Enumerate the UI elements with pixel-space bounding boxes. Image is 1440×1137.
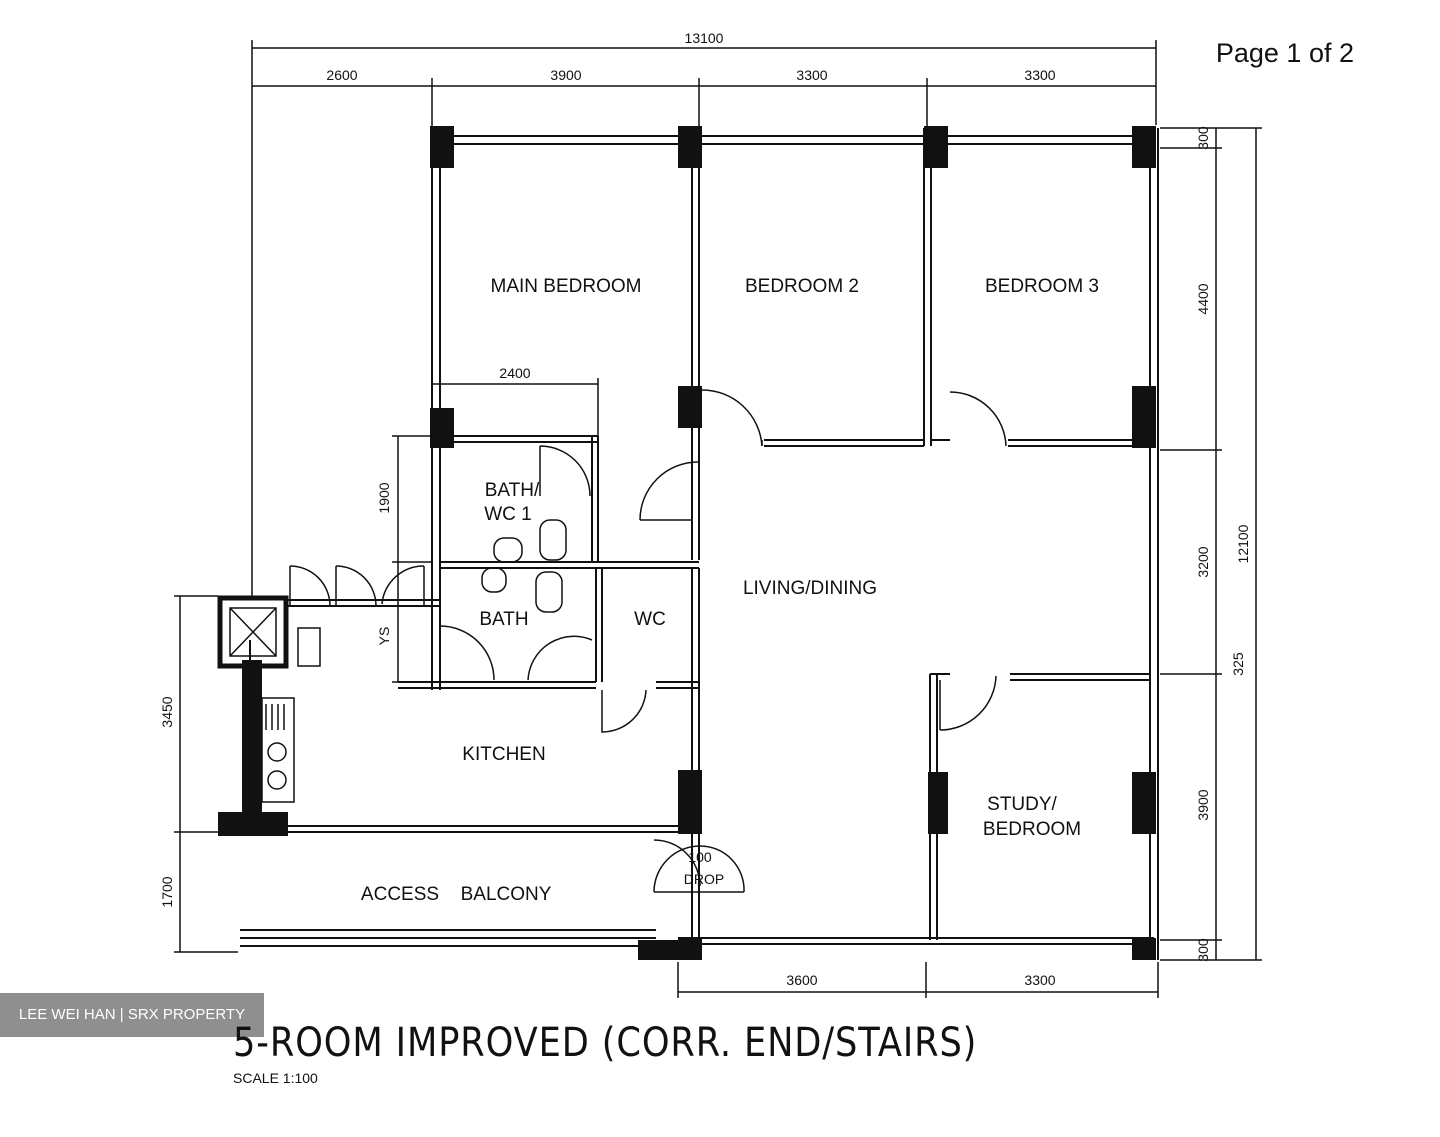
- plan-title: 5-ROOM IMPROVED (CORR. END/STAIRS): [233, 1020, 978, 1066]
- dim-left-3450: 3450: [159, 696, 175, 727]
- sanitary-fittings: [297, 519, 567, 667]
- plan-scale: SCALE 1:100: [233, 1070, 318, 1086]
- room-main-bedroom: MAIN BEDROOM: [491, 276, 642, 297]
- room-kitchen: KITCHEN: [462, 744, 545, 765]
- dim-right-4400: 4400: [1195, 283, 1211, 314]
- doors: [289, 389, 1007, 893]
- dim-top-3300a: 3300: [796, 67, 827, 83]
- room-living-dining: LIVING/DINING: [743, 578, 877, 599]
- room-access: ACCESS: [361, 884, 439, 905]
- dim-right-300a: 300: [1195, 126, 1211, 150]
- room-bath1-line2: WC 1: [484, 504, 532, 525]
- room-bath2: BATH: [479, 609, 528, 630]
- room-study-line1: STUDY/: [987, 794, 1057, 815]
- bottom-dimensions: [677, 962, 1159, 998]
- left-dimensions: [174, 435, 432, 953]
- dim-left-1700: 1700: [159, 876, 175, 907]
- room-bath1-line1: BATH/: [485, 480, 540, 501]
- inner-dimension: [432, 378, 599, 440]
- dim-top-total: 13100: [685, 30, 724, 46]
- refuse-chute: [217, 595, 289, 669]
- dim-right-300b: 300: [1195, 938, 1211, 962]
- label-refuse-drop-size: 100: [688, 849, 712, 865]
- walls: [240, 128, 1159, 960]
- top-dimensions: [251, 40, 1157, 600]
- dim-top-3900: 3900: [550, 67, 581, 83]
- label-refuse-drop: DROP: [684, 871, 724, 887]
- room-bedroom-2: BEDROOM 2: [745, 276, 859, 297]
- dim-right-total: 12100: [1235, 524, 1251, 563]
- dim-top-2600: 2600: [326, 67, 357, 83]
- room-study-line2: BEDROOM: [983, 819, 1081, 840]
- watermark-badge: LEE WEI HAN | SRX PROPERTY: [0, 993, 264, 1037]
- dim-right-3900: 3900: [1195, 789, 1211, 820]
- columns: [218, 126, 1156, 960]
- dim-right-3200: 3200: [1195, 546, 1211, 577]
- kitchen-sink: [261, 697, 295, 803]
- dim-left-1900: 1900: [376, 482, 392, 513]
- dim-inner-2400: 2400: [499, 365, 530, 381]
- right-dimensions: [1160, 127, 1262, 961]
- room-bedroom-3: BEDROOM 3: [985, 276, 1099, 297]
- page-indicator: Page 1 of 2: [1215, 38, 1354, 68]
- label-ys: YS: [376, 627, 392, 646]
- room-balcony: BALCONY: [461, 884, 552, 905]
- dim-right-325: 325: [1230, 652, 1246, 676]
- dim-bottom-3600: 3600: [786, 972, 817, 988]
- dim-top-3300b: 3300: [1024, 67, 1055, 83]
- dim-bottom-3300: 3300: [1024, 972, 1055, 988]
- room-wc: WC: [634, 609, 666, 630]
